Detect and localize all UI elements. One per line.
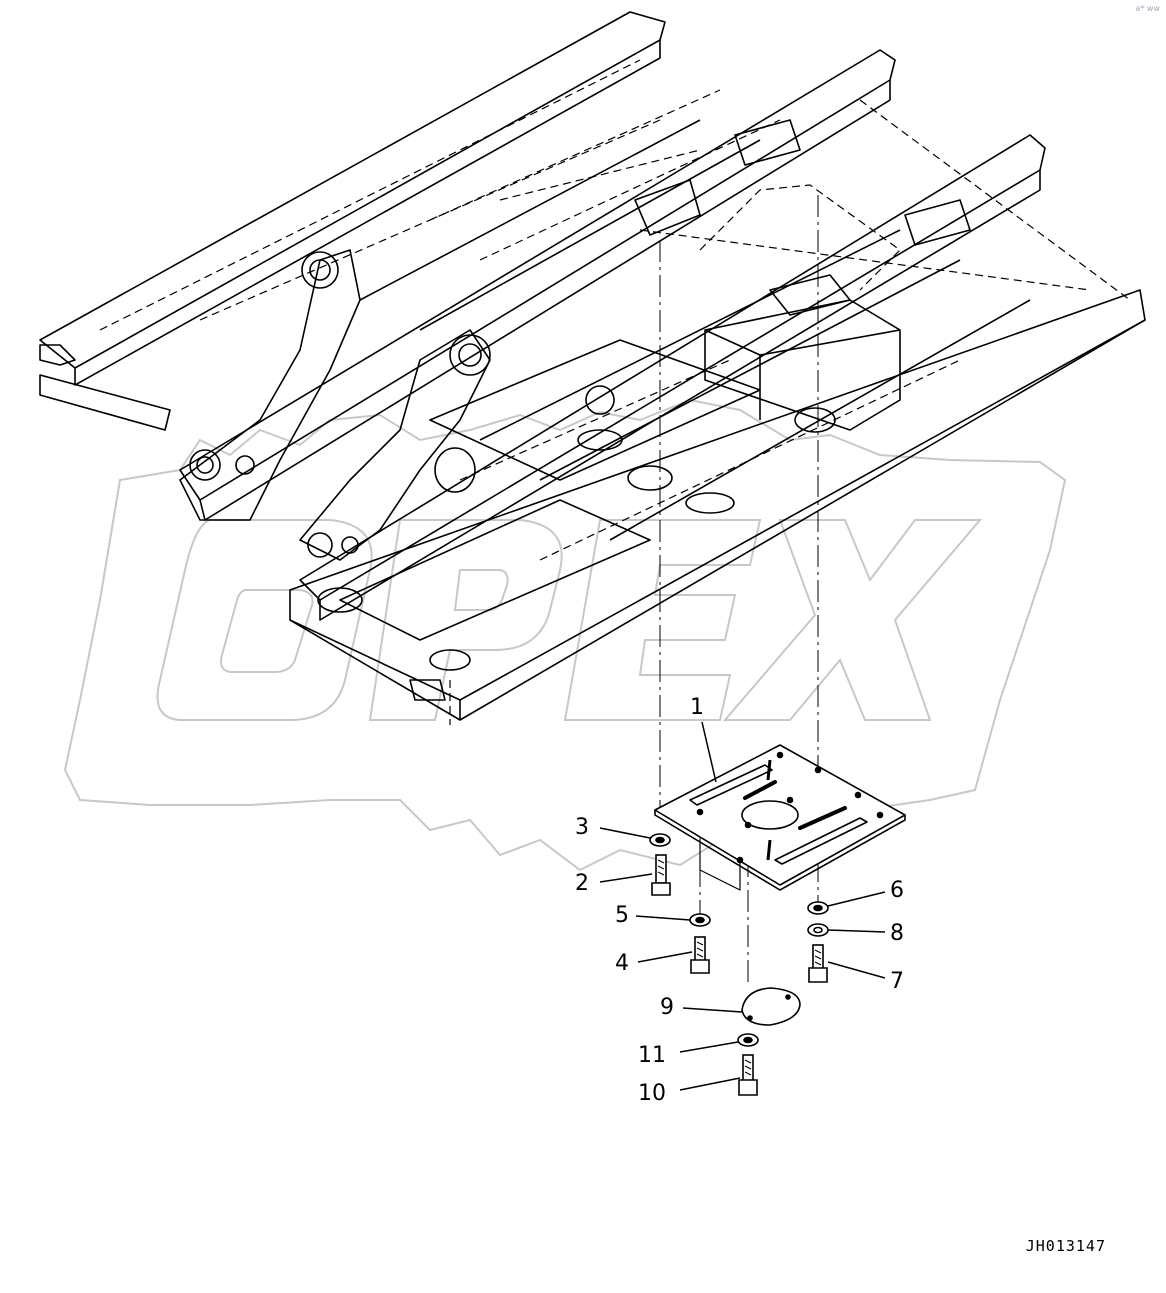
hidden-lines <box>99 59 1131 725</box>
plate-slot-top <box>766 759 772 781</box>
leader-9 <box>682 1007 743 1013</box>
plate-slot-bottom <box>766 839 772 861</box>
leader-6 <box>827 891 886 907</box>
leader-5 <box>635 915 691 921</box>
corner-mark: a* ww <box>1135 4 1160 13</box>
callout-1: 1 <box>690 695 704 720</box>
part-2-bolt <box>651 854 671 896</box>
drawing-reference-code: JH013147 <box>1025 1237 1106 1255</box>
part-4-bolt <box>690 936 710 974</box>
leader-4 <box>637 951 693 963</box>
plate-center-hole <box>741 800 799 830</box>
leader-8 <box>827 929 886 933</box>
part-11-washer <box>737 1033 759 1047</box>
leader-7 <box>827 961 886 979</box>
callout-2: 2 <box>575 871 589 896</box>
watermark-letter-x <box>722 519 983 721</box>
leader-2 <box>599 873 653 883</box>
watermark-gear <box>63 398 1067 872</box>
callout-5: 5 <box>615 903 629 928</box>
watermark <box>63 398 1067 872</box>
callout-labels: 1 2 3 4 5 6 7 8 9 10 11 <box>575 695 904 1106</box>
watermark-letter-e <box>563 519 762 721</box>
part-8-washer <box>807 923 829 937</box>
part-3-washer <box>649 833 671 847</box>
callout-8: 8 <box>890 921 904 946</box>
part-1-bottom-plate <box>654 744 906 891</box>
part-5-washer <box>689 913 711 927</box>
watermark-letter-o <box>156 519 373 721</box>
callout-11: 11 <box>638 1043 666 1068</box>
leader-11 <box>679 1041 739 1053</box>
part-9-cover <box>741 987 801 1026</box>
leader-1 <box>701 721 717 783</box>
part-6-lock-washer <box>807 901 829 915</box>
callout-3: 3 <box>575 815 589 840</box>
callout-9: 9 <box>660 995 674 1020</box>
plate-slot-upper-left <box>689 764 773 806</box>
leader-lines <box>599 721 886 1091</box>
plate-slot-right <box>798 806 847 830</box>
callout-4: 4 <box>615 951 629 976</box>
leader-10 <box>679 1077 741 1091</box>
callout-6: 6 <box>890 878 904 903</box>
callout-7: 7 <box>890 969 904 994</box>
upper-frame-outline <box>39 11 1146 721</box>
leader-3 <box>599 827 651 839</box>
plate-slot-lower-right <box>774 817 868 865</box>
callout-10: 10 <box>638 1081 666 1106</box>
plate-slot-left <box>743 780 777 800</box>
part-10-bolt <box>738 1054 758 1096</box>
part-7-bolt <box>808 944 828 983</box>
